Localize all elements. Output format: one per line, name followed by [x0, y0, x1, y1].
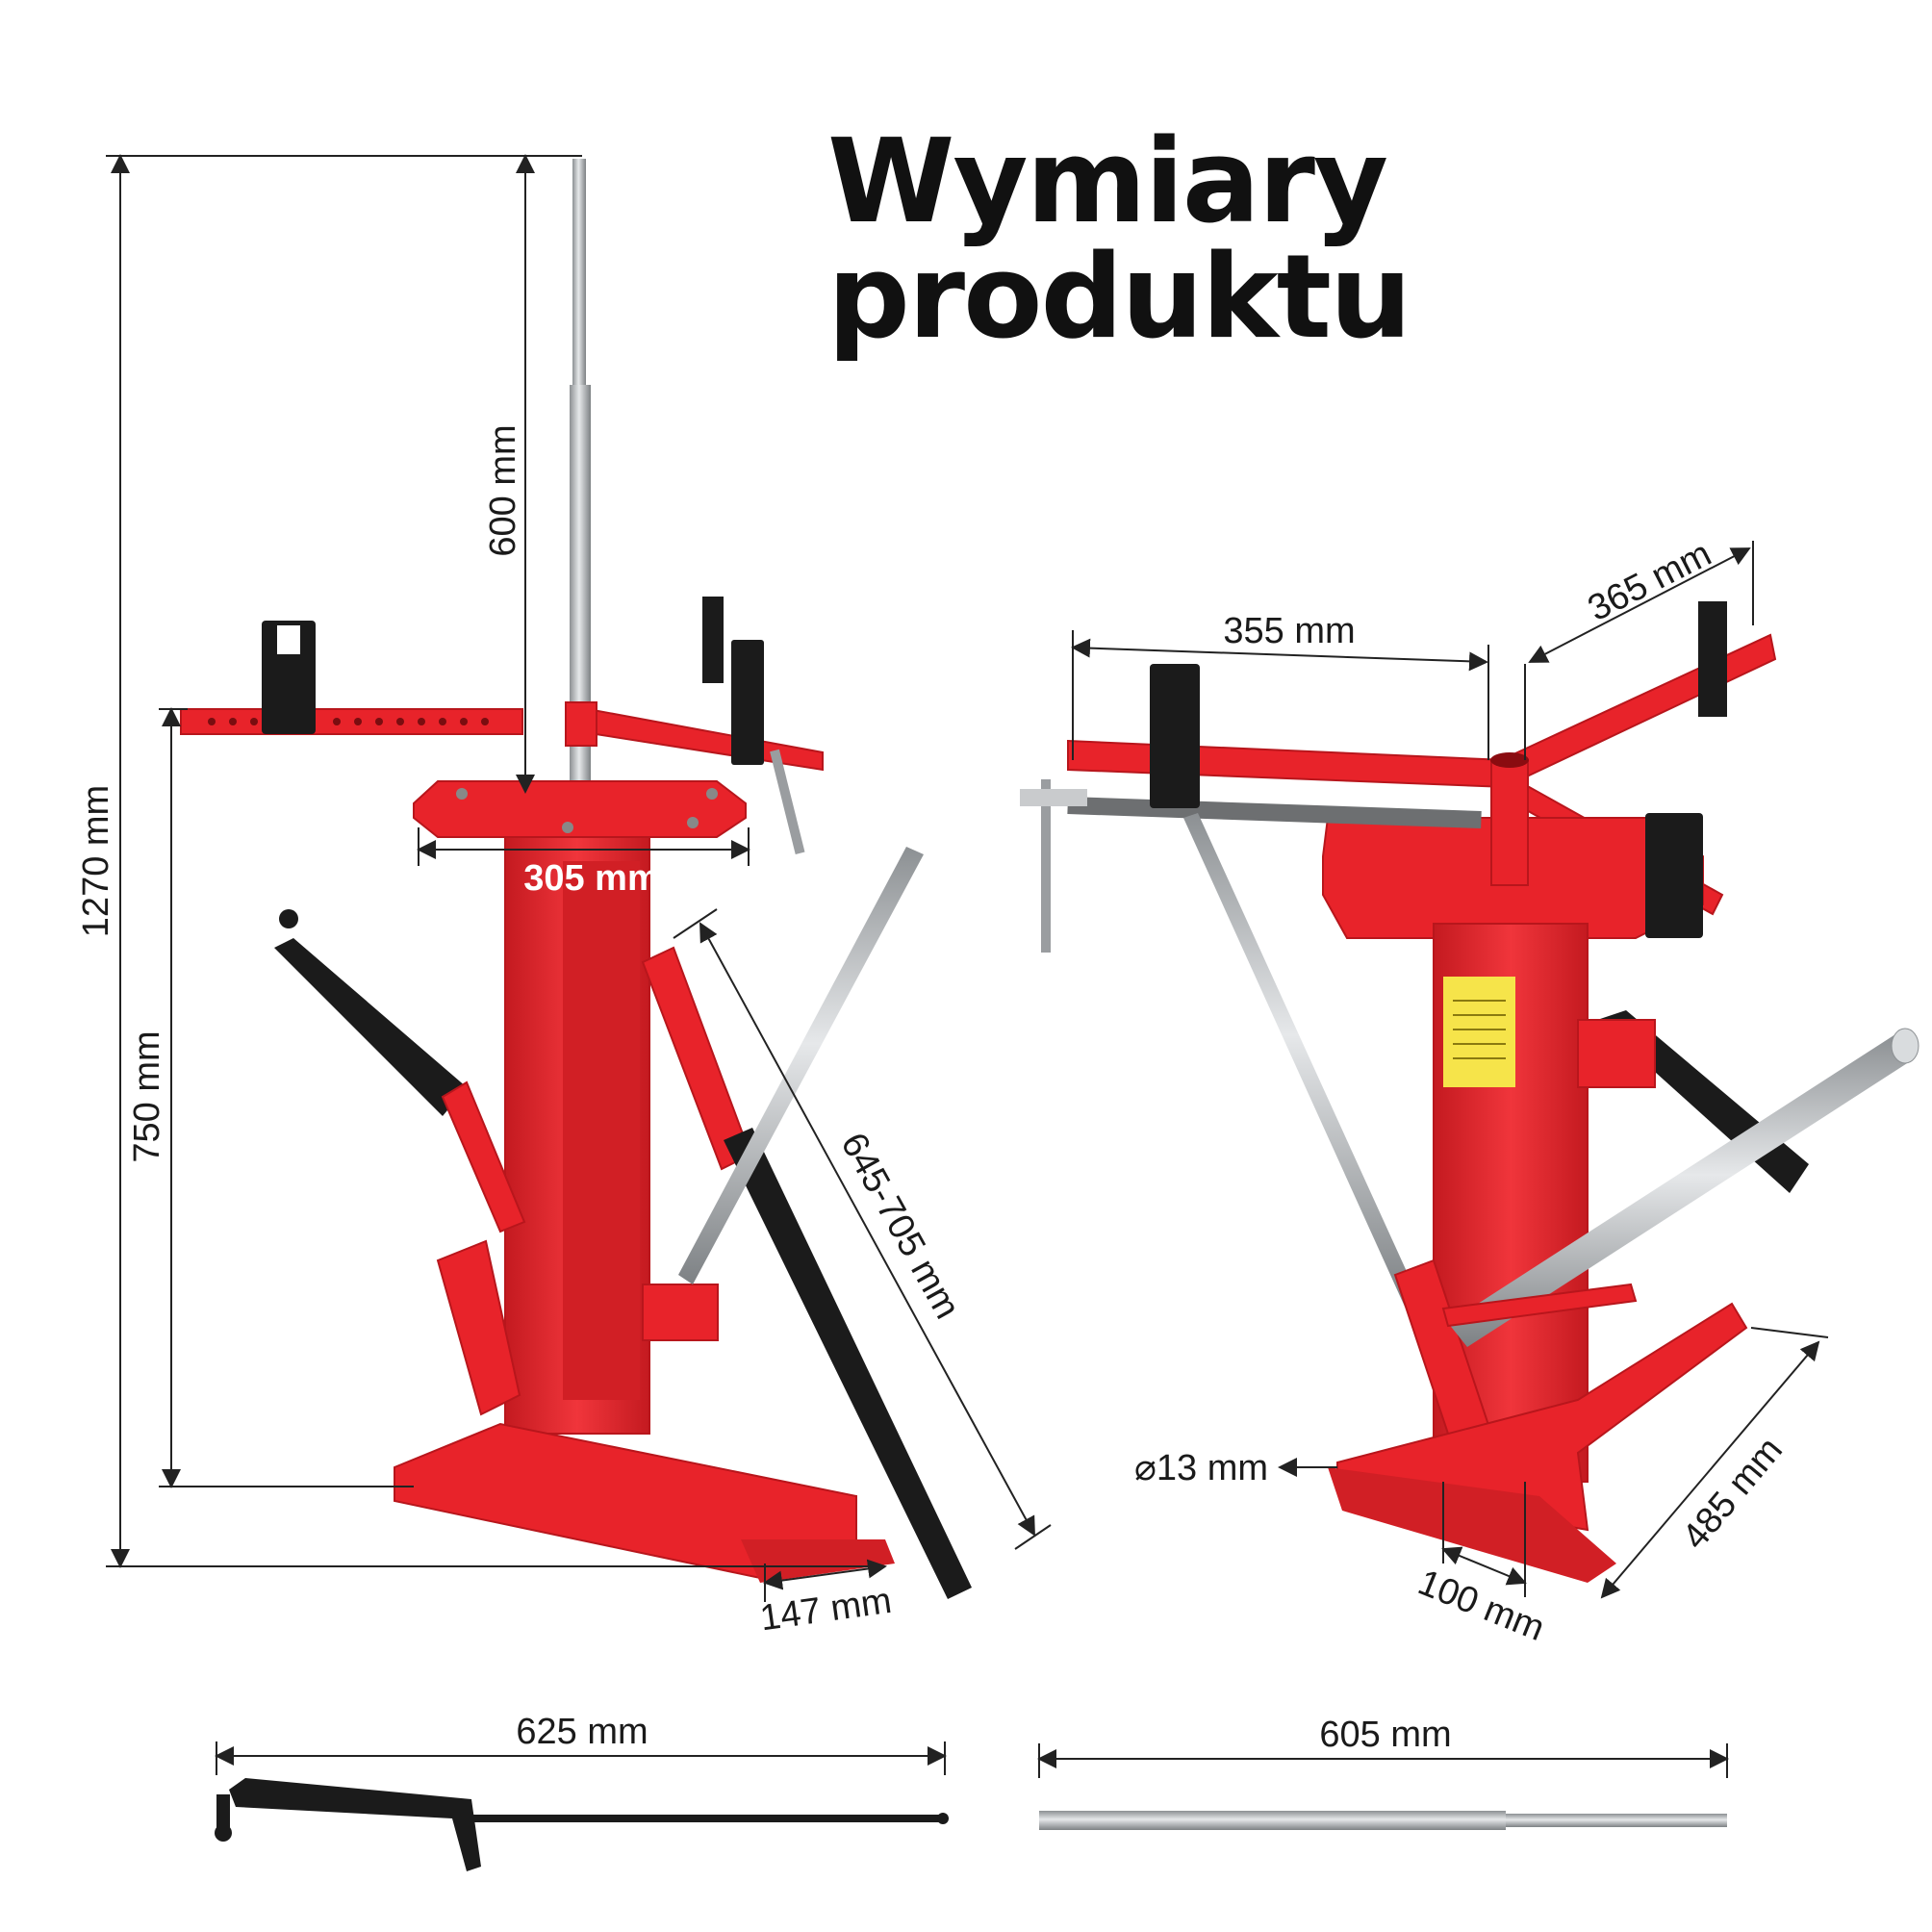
steel-extension-bar — [1039, 1811, 1727, 1830]
rear-screw — [1020, 789, 1087, 806]
octagonal-plate — [413, 780, 747, 838]
rear-side-box — [1577, 1019, 1656, 1088]
side-cup — [642, 1284, 719, 1341]
label-485: 485 mm — [1675, 1430, 1791, 1557]
label-100: 100 mm — [1412, 1563, 1550, 1649]
foot-pedal-black — [274, 938, 467, 1116]
right-arm — [576, 705, 824, 772]
upper-right-arm — [1499, 633, 1777, 786]
spring-rod — [1067, 797, 1482, 828]
collar — [565, 701, 597, 747]
rear-handle — [1041, 779, 1051, 953]
center-pole-upper — [572, 159, 586, 390]
left-clamp — [262, 621, 316, 734]
label-305: 305 mm — [523, 858, 660, 899]
label-147: 147 mm — [757, 1581, 894, 1640]
bead-breaker-bar — [215, 1778, 949, 1871]
tire-shovel — [436, 1239, 521, 1416]
clamp-handle — [770, 749, 805, 854]
dimension-lines — [106, 154, 1829, 1778]
gas-strut — [1183, 813, 1419, 1307]
foot-pedal-red — [441, 1080, 526, 1233]
center-pole-lower — [570, 385, 591, 789]
rear-clamp-left — [1150, 664, 1200, 808]
label-13: ⌀13 mm — [1134, 1448, 1268, 1488]
warning-label — [1443, 977, 1515, 1087]
label-750: 750 mm — [127, 1030, 167, 1162]
rear-clamp-top — [1698, 601, 1727, 717]
label-600: 600 mm — [483, 424, 523, 556]
rear-clamp-right — [1645, 813, 1703, 938]
label-605: 605 mm — [1319, 1715, 1451, 1755]
label-625: 625 mm — [516, 1712, 648, 1752]
rear-base-plate — [1328, 1467, 1616, 1583]
label-1270: 1270 mm — [76, 785, 116, 937]
right-clamp — [702, 597, 724, 683]
rear-brace — [1441, 1283, 1638, 1328]
label-365: 365 mm — [1582, 533, 1717, 629]
tire-changer-rear-view — [1020, 601, 1919, 1583]
label-355: 355 mm — [1223, 611, 1355, 651]
rear-collar — [1490, 759, 1529, 886]
page-title: Wymiary produktu — [827, 115, 1411, 365]
left-arm — [1067, 739, 1507, 789]
rear-steel-bar — [1448, 1034, 1915, 1347]
label-645-705: 645-705 mm — [832, 1127, 967, 1326]
